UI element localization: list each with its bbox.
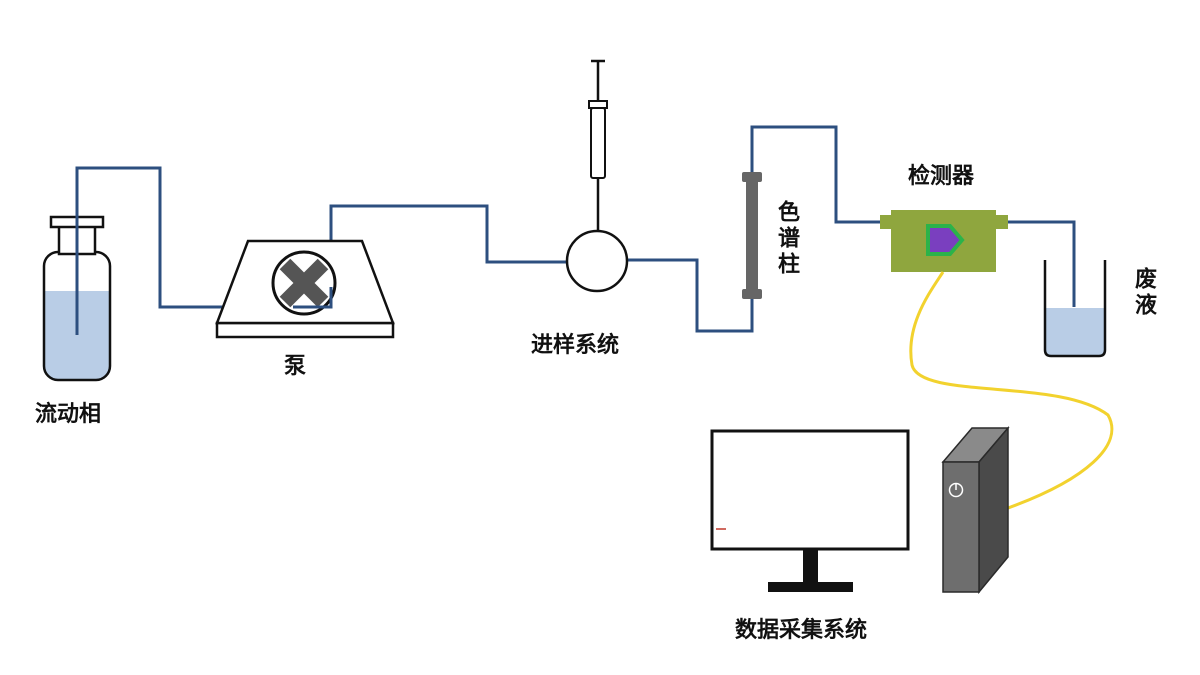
pump <box>215 239 395 339</box>
tube-pump-to-injector <box>329 204 567 287</box>
tube-detector-to-waste <box>1008 220 1076 307</box>
waste-liquid <box>1045 308 1105 356</box>
detector-flow-cell <box>926 224 965 256</box>
label-mobile-phase: 流动相 <box>35 402 102 427</box>
waste-beaker <box>1043 260 1107 358</box>
injection-system <box>565 59 629 293</box>
chromatography-column <box>742 172 762 299</box>
computer-tower <box>941 425 1010 595</box>
label-injection-system: 进样系统 <box>531 333 620 358</box>
tubing <box>75 125 1076 333</box>
label-pump: 泵 <box>284 354 307 379</box>
injection-valve <box>565 229 629 293</box>
label-data-system: 数据采集系统 <box>735 618 868 643</box>
mobile-phase-bottle <box>42 170 112 382</box>
tube-injector-to-column <box>627 258 754 333</box>
pump-rotor <box>279 258 329 308</box>
monitor <box>710 429 910 592</box>
tube-column-to-detector <box>750 125 880 224</box>
detector <box>880 210 1008 272</box>
label-column: 色谱柱 <box>774 200 799 278</box>
label-waste: 废液 <box>1131 267 1156 319</box>
label-detector: 检测器 <box>908 164 975 189</box>
signal-cable <box>909 271 1114 510</box>
